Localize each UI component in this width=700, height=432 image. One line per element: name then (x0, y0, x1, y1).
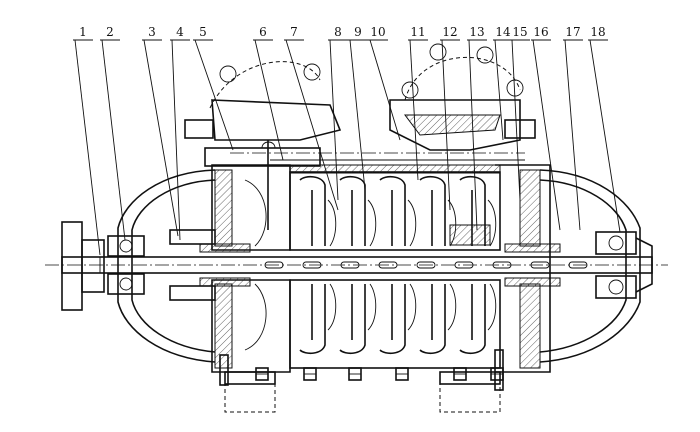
part-label-15: 15 (510, 25, 530, 201)
part-number: 6 (259, 25, 267, 39)
leader-line (349, 39, 366, 191)
part-number: 12 (442, 25, 457, 39)
part-label-8: 8 (328, 25, 348, 201)
part-number: 11 (410, 25, 425, 39)
part-label-12: 12 (440, 25, 460, 211)
right-bearing-housing (504, 169, 653, 363)
part-number: 10 (370, 25, 385, 39)
part-label-5: 5 (193, 25, 234, 151)
part-label-17: 17 (563, 25, 583, 231)
leader-line (285, 39, 339, 211)
part-number: 16 (533, 25, 548, 39)
part-label-9: 9 (348, 25, 368, 191)
part-number: 8 (334, 25, 342, 39)
coupling-flange (61, 221, 105, 311)
leader-line (254, 39, 284, 161)
leader-line (564, 39, 581, 231)
leader-line (532, 39, 561, 231)
leader-line (511, 39, 521, 201)
part-label-14: 14 (493, 25, 513, 141)
leader-line (409, 39, 419, 181)
part-label-3: 3 (142, 25, 179, 237)
part-label-16: 16 (531, 25, 561, 231)
part-number: 9 (354, 25, 362, 39)
part-number: 4 (176, 25, 184, 39)
leader-line (494, 39, 504, 141)
leader-line (369, 39, 401, 141)
part-number: 1 (79, 25, 87, 39)
leader-line (74, 39, 101, 256)
leader-line (171, 39, 181, 241)
leader-line (468, 39, 478, 231)
part-number: 5 (199, 25, 207, 39)
leader-line (589, 39, 621, 233)
part-number: 2 (106, 25, 114, 39)
part-label-13: 13 (467, 25, 487, 231)
part-number: 15 (512, 25, 527, 39)
tie-bolts (255, 367, 504, 381)
discharge-casing (389, 43, 551, 413)
leader-line (441, 39, 451, 211)
part-label-2: 2 (100, 25, 126, 241)
part-label-11: 11 (408, 25, 428, 181)
leader-line (101, 39, 126, 241)
part-number: 3 (148, 25, 156, 39)
part-number: 7 (290, 25, 298, 39)
part-label-6: 6 (253, 25, 284, 161)
leader-line (143, 39, 179, 237)
part-label-1: 1 (73, 25, 101, 256)
part-number: 17 (565, 25, 580, 39)
part-label-7: 7 (284, 25, 339, 211)
part-number: 14 (495, 25, 511, 39)
part-label-4: 4 (170, 25, 190, 241)
stage-casings (230, 152, 525, 369)
part-label-18: 18 (588, 25, 621, 233)
part-label-10: 10 (368, 25, 401, 141)
part-number: 18 (590, 25, 605, 39)
leader-line (329, 39, 339, 201)
part-number: 13 (469, 25, 484, 39)
suction-casing (184, 61, 342, 413)
leader-line (194, 39, 234, 151)
